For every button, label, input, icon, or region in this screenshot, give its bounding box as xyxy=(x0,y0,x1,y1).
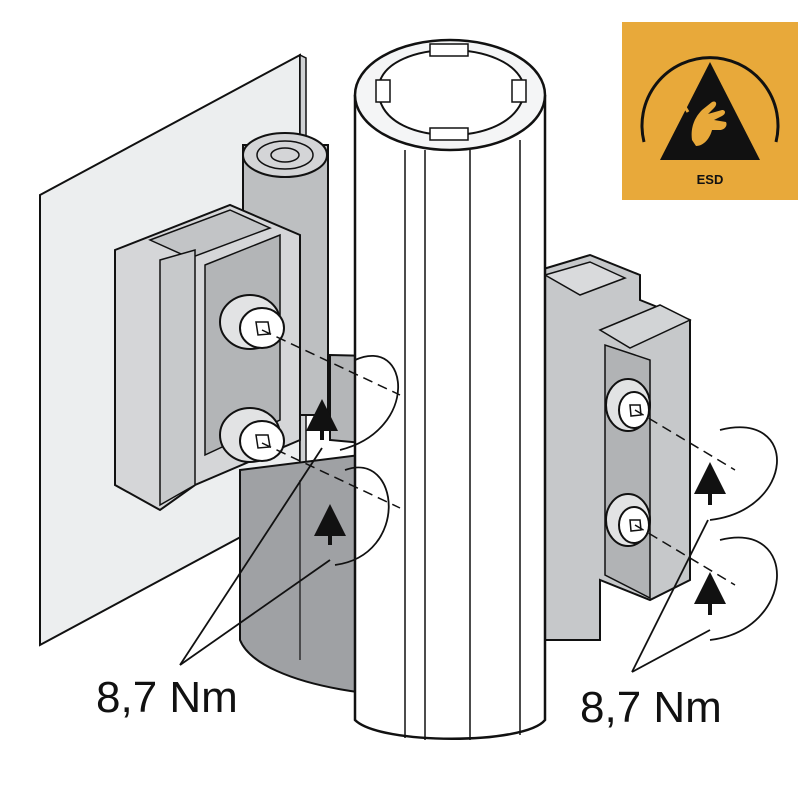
right-hinge-bracket xyxy=(538,253,692,641)
right-screw-lower xyxy=(605,493,651,547)
left-screw-upper xyxy=(219,294,285,350)
torque-label-left: 8,7 Nm xyxy=(96,673,238,722)
esd-label: ESD xyxy=(696,172,724,187)
rotation-arrows xyxy=(306,399,726,615)
profile-tube xyxy=(353,38,547,740)
left-screw-lower xyxy=(219,407,285,463)
esd-warning-badge: ESD xyxy=(622,22,798,200)
esd-symbol-icon xyxy=(622,22,798,200)
right-screw-upper xyxy=(605,378,651,432)
rotation-indicators xyxy=(334,354,778,641)
torque-label-right: 8,7 Nm xyxy=(580,683,722,732)
leader-lines xyxy=(179,447,711,673)
